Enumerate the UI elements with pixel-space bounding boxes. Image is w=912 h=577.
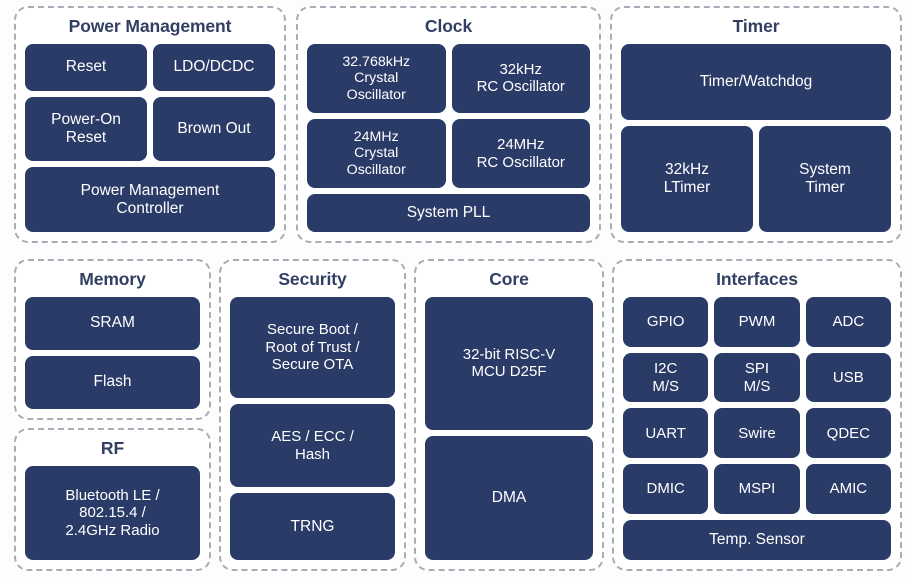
block-system-pll[interactable]: System PLL	[307, 194, 590, 232]
interfaces-grid: GPIO PWM ADC I2C M/S SPI M/S USB UART Sw…	[623, 296, 891, 514]
panel-body-clock: 32.768kHz Crystal Oscillator 32kHz RC Os…	[307, 43, 590, 232]
block-secure-boot[interactable]: Secure Boot / Root of Trust / Secure OTA	[230, 296, 395, 398]
panel-body-security: Secure Boot / Root of Trust / Secure OTA…	[230, 296, 395, 560]
block-power-management-controller[interactable]: Power Management Controller	[25, 167, 275, 233]
panel-interfaces: Interfaces GPIO PWM ADC I2C M/S SPI M/S …	[612, 259, 902, 571]
block-qdec[interactable]: QDEC	[805, 408, 891, 459]
block-gpio[interactable]: GPIO	[623, 296, 709, 347]
block-reset[interactable]: Reset	[25, 43, 147, 91]
panel-body-interfaces: GPIO PWM ADC I2C M/S SPI M/S USB UART Sw…	[623, 296, 891, 560]
block-uart[interactable]: UART	[623, 408, 709, 459]
panel-title-power-management: Power Management	[68, 16, 232, 36]
block-power-on-reset[interactable]: Power-On Reset	[25, 96, 147, 162]
timer-row-2: 32kHz LTimer System Timer	[621, 125, 891, 232]
block-swire[interactable]: Swire	[714, 408, 800, 459]
block-32768khz-crystal-oscillator[interactable]: 32.768kHz Crystal Oscillator	[307, 43, 446, 114]
panel-rf: RF Bluetooth LE / 802.15.4 / 2.4GHz Radi…	[14, 428, 211, 571]
block-mspi[interactable]: MSPI	[714, 464, 800, 514]
block-brown-out[interactable]: Brown Out	[153, 96, 275, 162]
panel-body-timer: Timer/Watchdog 32kHz LTimer System Timer	[621, 43, 891, 232]
panel-core: Core 32-bit RISC-V MCU D25F DMA	[414, 259, 604, 571]
panel-body-power-management: Reset LDO/DCDC Power-On Reset Brown Out …	[25, 43, 275, 233]
panel-title-core: Core	[489, 269, 529, 289]
block-sram[interactable]: SRAM	[25, 296, 200, 350]
panel-title-clock: Clock	[424, 16, 473, 36]
panel-memory: Memory SRAM Flash	[14, 259, 211, 420]
clock-row-2: 24MHz Crystal Oscillator 24MHz RC Oscill…	[307, 119, 590, 189]
panel-power-management: Power Management Reset LDO/DCDC Power-On…	[14, 6, 286, 243]
block-pwm[interactable]: PWM	[714, 296, 800, 347]
block-usb[interactable]: USB	[805, 352, 891, 403]
timer-row-1: Timer/Watchdog	[621, 43, 891, 120]
block-ldo-dcdc[interactable]: LDO/DCDC	[153, 43, 275, 91]
block-amic[interactable]: AMIC	[805, 464, 891, 514]
panel-security: Security Secure Boot / Root of Trust / S…	[219, 259, 406, 571]
block-temp-sensor[interactable]: Temp. Sensor	[623, 520, 891, 560]
panel-body-rf: Bluetooth LE / 802.15.4 / 2.4GHz Radio	[25, 465, 200, 560]
panel-body-memory: SRAM Flash	[25, 296, 200, 409]
block-aes-ecc-hash[interactable]: AES / ECC / Hash	[230, 403, 395, 488]
block-risc-v-mcu[interactable]: 32-bit RISC-V MCU D25F	[425, 296, 593, 430]
power-row-3: Power Management Controller	[25, 167, 275, 233]
block-24mhz-rc-oscillator[interactable]: 24MHz RC Oscillator	[451, 119, 590, 189]
block-trng[interactable]: TRNG	[230, 493, 395, 560]
block-24mhz-crystal-oscillator[interactable]: 24MHz Crystal Oscillator	[307, 119, 446, 189]
panel-timer: Timer Timer/Watchdog 32kHz LTimer System…	[610, 6, 902, 243]
block-system-timer[interactable]: System Timer	[759, 125, 891, 232]
block-32khz-rc-oscillator[interactable]: 32kHz RC Oscillator	[451, 43, 590, 114]
block-dmic[interactable]: DMIC	[623, 464, 709, 514]
block-spi[interactable]: SPI M/S	[714, 352, 800, 403]
panel-clock: Clock 32.768kHz Crystal Oscillator 32kHz…	[296, 6, 601, 243]
panel-title-timer: Timer	[732, 16, 780, 36]
block-bluetooth-radio[interactable]: Bluetooth LE / 802.15.4 / 2.4GHz Radio	[25, 465, 200, 560]
panel-title-interfaces: Interfaces	[716, 269, 798, 289]
clock-row-3: System PLL	[307, 194, 590, 232]
block-timer-watchdog[interactable]: Timer/Watchdog	[621, 43, 891, 120]
clock-row-1: 32.768kHz Crystal Oscillator 32kHz RC Os…	[307, 43, 590, 114]
power-row-2: Power-On Reset Brown Out	[25, 96, 275, 162]
block-adc[interactable]: ADC	[805, 296, 891, 347]
panel-body-core: 32-bit RISC-V MCU D25F DMA	[425, 296, 593, 560]
block-32khz-ltimer[interactable]: 32kHz LTimer	[621, 125, 753, 232]
block-i2c[interactable]: I2C M/S	[623, 352, 709, 403]
power-row-1: Reset LDO/DCDC	[25, 43, 275, 91]
panel-title-memory: Memory	[79, 269, 146, 289]
block-flash[interactable]: Flash	[25, 355, 200, 409]
panel-title-rf: RF	[100, 438, 125, 458]
panel-title-security: Security	[278, 269, 347, 289]
block-dma[interactable]: DMA	[425, 435, 593, 560]
